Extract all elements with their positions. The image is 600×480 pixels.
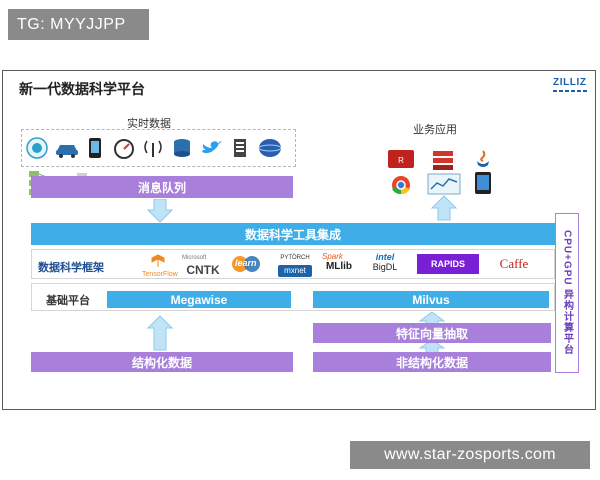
logo-underline <box>553 90 589 92</box>
cntk-label: CNTK <box>186 263 220 277</box>
antenna-icon <box>141 137 165 159</box>
realtime-data-label: 实时数据 <box>127 118 171 130</box>
arrow-structured-to-megawise <box>147 315 173 351</box>
spark-mllib-logo: Spark MLlib <box>322 252 356 272</box>
realtime-icons <box>25 134 295 162</box>
spark-label: Spark <box>322 252 343 261</box>
message-queue-bar: 消息队列 <box>31 176 293 198</box>
arrow-tools-to-apps <box>431 195 457 221</box>
cntk-sublabel: Microsoft <box>182 255 207 261</box>
bigdl-label: BigDL <box>372 262 398 272</box>
scala-icon <box>433 151 453 170</box>
document-icon <box>228 137 252 159</box>
java-icon <box>477 150 489 167</box>
intel-label: intel <box>375 252 395 262</box>
rails-icon: R <box>388 150 414 168</box>
slide-title: 新一代数据科学平台 <box>19 81 145 97</box>
gauge-icon <box>112 137 136 159</box>
milvus-bar: Milvus <box>313 291 549 308</box>
ds-tools-bar: 数据科学工具集成 <box>31 223 555 245</box>
tablet-icon <box>475 172 491 194</box>
mxnet-label: mxnet <box>278 265 312 277</box>
cpu-gpu-sidebar: CPU+GPU 异构计算平台 <box>555 213 579 373</box>
wifi-icon <box>25 137 49 159</box>
chrome-icon <box>392 176 410 195</box>
zilliz-logo: ZILLIZ <box>553 77 591 97</box>
cntk-logo: Microsoft CNTK <box>182 253 224 277</box>
bottom-watermark: www.star-zosports.com <box>350 441 590 469</box>
cpu-gpu-label: CPU+GPU 异构计算平台 <box>561 230 573 356</box>
phone-icon <box>83 137 107 159</box>
pytorch-mxnet-logo: PYTÖRCH mxnet <box>278 253 312 277</box>
realtime-sources-box <box>21 129 296 167</box>
feature-vector-bar: 特征向量抽取 <box>313 323 551 343</box>
intel-bigdl-logo: intel BigDL <box>368 252 402 272</box>
ds-frameworks-row: 数据科学框架 TensorFlow Microsoft CNTK learn P… <box>31 249 555 279</box>
car-icon <box>54 137 78 159</box>
sklearn-logo: learn <box>229 254 265 276</box>
rapids-logo: RAPIDS <box>417 254 479 274</box>
mllib-label: MLlib <box>325 261 353 272</box>
twitter-icon <box>199 137 223 159</box>
svg-text:R: R <box>398 156 404 165</box>
globe-icon <box>257 137 281 159</box>
tensorflow-label: TensorFlow <box>142 271 178 278</box>
tensorflow-logo: TensorFlow <box>142 254 178 280</box>
business-apps-label: 业务应用 <box>413 124 457 136</box>
pytorch-label: PYTÖRCH <box>280 255 310 261</box>
sklearn-label: learn <box>235 258 257 268</box>
base-platform-label: 基础平台 <box>46 295 90 307</box>
arrow-queue-to-tools <box>147 199 173 223</box>
architecture-slide: 新一代数据科学平台 ZILLIZ 实时数据 <box>2 70 596 410</box>
megawise-bar: Megawise <box>107 291 291 308</box>
unstructured-data-bar: 非结构化数据 <box>313 352 551 372</box>
ds-frameworks-label: 数据科学框架 <box>38 262 104 274</box>
top-watermark: TG: MYYJJPP <box>8 9 149 40</box>
caffe-logo: Caffe <box>499 256 529 271</box>
structured-data-bar: 结构化数据 <box>31 352 293 372</box>
database-icon <box>170 137 194 159</box>
logo-text: ZILLIZ <box>553 77 587 88</box>
chart-icon <box>427 173 461 195</box>
